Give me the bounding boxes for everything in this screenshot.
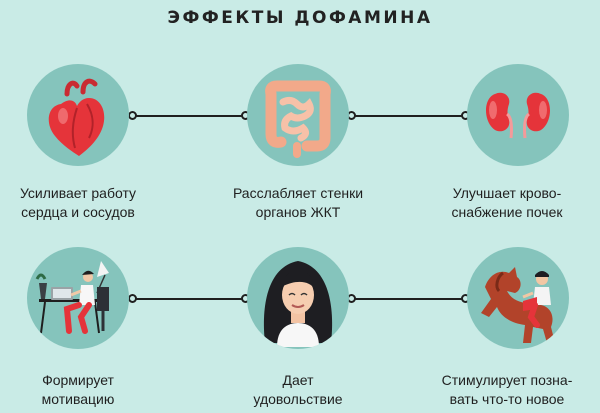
- effect-label-line: снабжение почек: [451, 204, 563, 220]
- effect-label-pleasure: Дает удовольствие: [208, 371, 388, 409]
- effect-circle-kidneys: [467, 64, 569, 166]
- intestines-icon: [265, 80, 331, 158]
- smiling-woman-icon: [263, 261, 333, 347]
- desk-worker-icon: [35, 261, 109, 334]
- connector-line: [352, 115, 466, 117]
- connector-line: [131, 115, 245, 117]
- page-title: ЭФФЕКТЫ ДОФАМИНА: [167, 8, 433, 28]
- effect-label-line: мотивацию: [41, 391, 115, 407]
- effect-label-motivation: Формирует мотивацию: [0, 371, 168, 409]
- effect-circle-intestines: [247, 64, 349, 166]
- kidneys-icon: [486, 92, 550, 139]
- effect-label-kidneys: Улучшает крово- снабжение почек: [417, 184, 597, 222]
- connector-line: [131, 298, 245, 300]
- effect-label-intestines: Расслабляет стенки органов ЖКТ: [208, 184, 388, 222]
- connector-dot: [128, 294, 137, 303]
- effect-label-line: вать что-то новое: [449, 391, 565, 407]
- effect-label-line: Стимулирует позна-: [441, 372, 573, 388]
- effect-label-line: Формирует: [42, 372, 114, 388]
- effect-label-line: удовольствие: [253, 391, 343, 407]
- connector-line: [352, 298, 466, 300]
- heart-icon: [48, 78, 105, 156]
- horse-rider-icon: [481, 267, 555, 343]
- effect-label-line: Дает: [282, 372, 314, 388]
- effect-label-heart: Усиливает работу сердца и сосудов: [0, 184, 168, 222]
- effect-label-line: органов ЖКТ: [255, 204, 341, 220]
- effect-label-novelty: Стимулирует позна- вать что-то новое: [417, 371, 597, 409]
- effect-label-line: Улучшает крово-: [452, 185, 562, 201]
- effect-label-line: Расслабляет стенки: [232, 185, 364, 201]
- effect-label-line: сердца и сосудов: [21, 204, 135, 220]
- effect-circle-motivation: [27, 247, 129, 349]
- effect-circle-pleasure: [247, 247, 349, 349]
- effect-label-line: Усиливает работу: [19, 185, 137, 201]
- connector-dot: [128, 111, 137, 120]
- effect-circle-heart: [27, 64, 129, 166]
- effect-circle-novelty: [467, 247, 569, 349]
